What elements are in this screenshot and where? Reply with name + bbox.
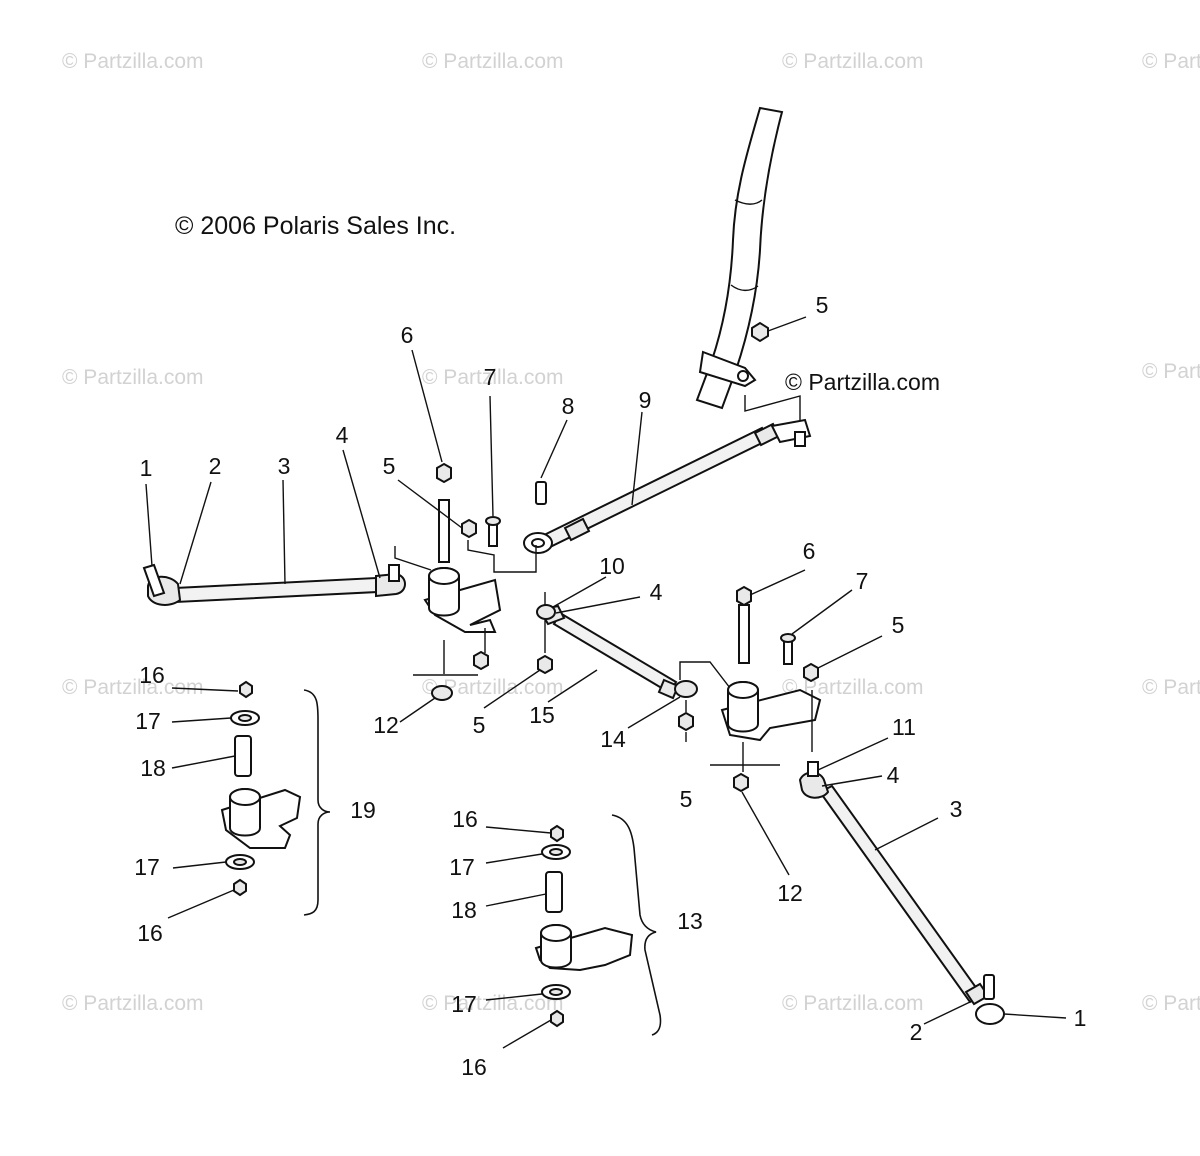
callout-17: 17 — [451, 991, 477, 1017]
callout-10: 10 — [599, 553, 625, 579]
watermark: © Partzilla.com — [782, 50, 924, 73]
callouts: 1 2 3 4 5 6 7 8 9 5 10 4 6 7 5 11 4 3 16… — [134, 292, 1086, 1080]
watermark: © Partzilla.com — [1142, 360, 1200, 383]
partzilla-credit: © Partzilla.com — [785, 369, 940, 395]
watermark: © Partzilla.com — [422, 366, 564, 389]
callout-2: 2 — [910, 1019, 923, 1045]
watermark: © Partzilla.com — [62, 676, 204, 699]
callout-3: 3 — [278, 453, 291, 479]
idler-arm-upper — [394, 462, 553, 701]
watermark: © Partzilla.com — [1142, 50, 1200, 73]
callout-17: 17 — [449, 854, 475, 880]
tie-rod-right — [798, 761, 1005, 1025]
tie-rod-left — [142, 563, 406, 606]
callout-4: 4 — [336, 422, 349, 448]
callout-16: 16 — [139, 662, 165, 688]
callout-9: 9 — [639, 387, 652, 413]
watermark: © Partzilla.com — [422, 676, 564, 699]
watermark: © Partzilla.com — [422, 50, 564, 73]
callout-6: 6 — [803, 538, 816, 564]
callout-18: 18 — [140, 755, 166, 781]
callout-16: 16 — [461, 1054, 487, 1080]
callout-1: 1 — [140, 455, 153, 481]
callout-7: 7 — [856, 568, 869, 594]
assembly-13 — [534, 814, 662, 1036]
drag-link — [536, 604, 731, 742]
callout-18: 18 — [451, 897, 477, 923]
callout-14: 14 — [600, 726, 626, 752]
watermark: © Partzilla.com — [62, 366, 204, 389]
watermark: © Partzilla.com — [782, 992, 924, 1015]
callout-19: 19 — [350, 797, 376, 823]
callout-16: 16 — [452, 806, 478, 832]
watermark: © Partzilla.com — [1142, 676, 1200, 699]
callout-5: 5 — [816, 292, 829, 318]
callout-5: 5 — [680, 786, 693, 812]
leader-lines — [145, 316, 1067, 1049]
assembly-19 — [220, 680, 331, 916]
tie-rod-upper — [523, 418, 812, 554]
watermark: © Partzilla.com — [62, 992, 204, 1015]
callout-6: 6 — [401, 322, 414, 348]
callout-7: 7 — [484, 364, 497, 390]
callout-1: 1 — [1074, 1005, 1087, 1031]
watermarks: © Partzilla.com © Partzilla.com © Partzi… — [62, 50, 1200, 1015]
callout-8: 8 — [562, 393, 575, 419]
callout-13: 13 — [677, 908, 703, 934]
watermark: © Partzilla.com — [62, 50, 204, 73]
callout-12: 12 — [777, 880, 803, 906]
callout-16: 16 — [137, 920, 163, 946]
idler-arm-lower — [710, 585, 822, 793]
watermark: © Partzilla.com — [422, 992, 564, 1015]
watermark: © Partzilla.com — [782, 676, 924, 699]
callout-2: 2 — [209, 453, 222, 479]
callout-15: 15 — [529, 702, 555, 728]
watermark: © Partzilla.com — [1142, 992, 1200, 1015]
steering-column — [695, 106, 801, 430]
callout-5: 5 — [383, 453, 396, 479]
callout-12: 12 — [373, 712, 399, 738]
callout-17: 17 — [135, 708, 161, 734]
copyright-notice: © 2006 Polaris Sales Inc. — [175, 212, 456, 240]
callout-3: 3 — [950, 796, 963, 822]
callout-5: 5 — [473, 712, 486, 738]
callout-4: 4 — [650, 579, 663, 605]
callout-11: 11 — [892, 714, 916, 740]
callout-5: 5 — [892, 612, 905, 638]
callout-17: 17 — [134, 854, 160, 880]
callout-4: 4 — [887, 762, 900, 788]
